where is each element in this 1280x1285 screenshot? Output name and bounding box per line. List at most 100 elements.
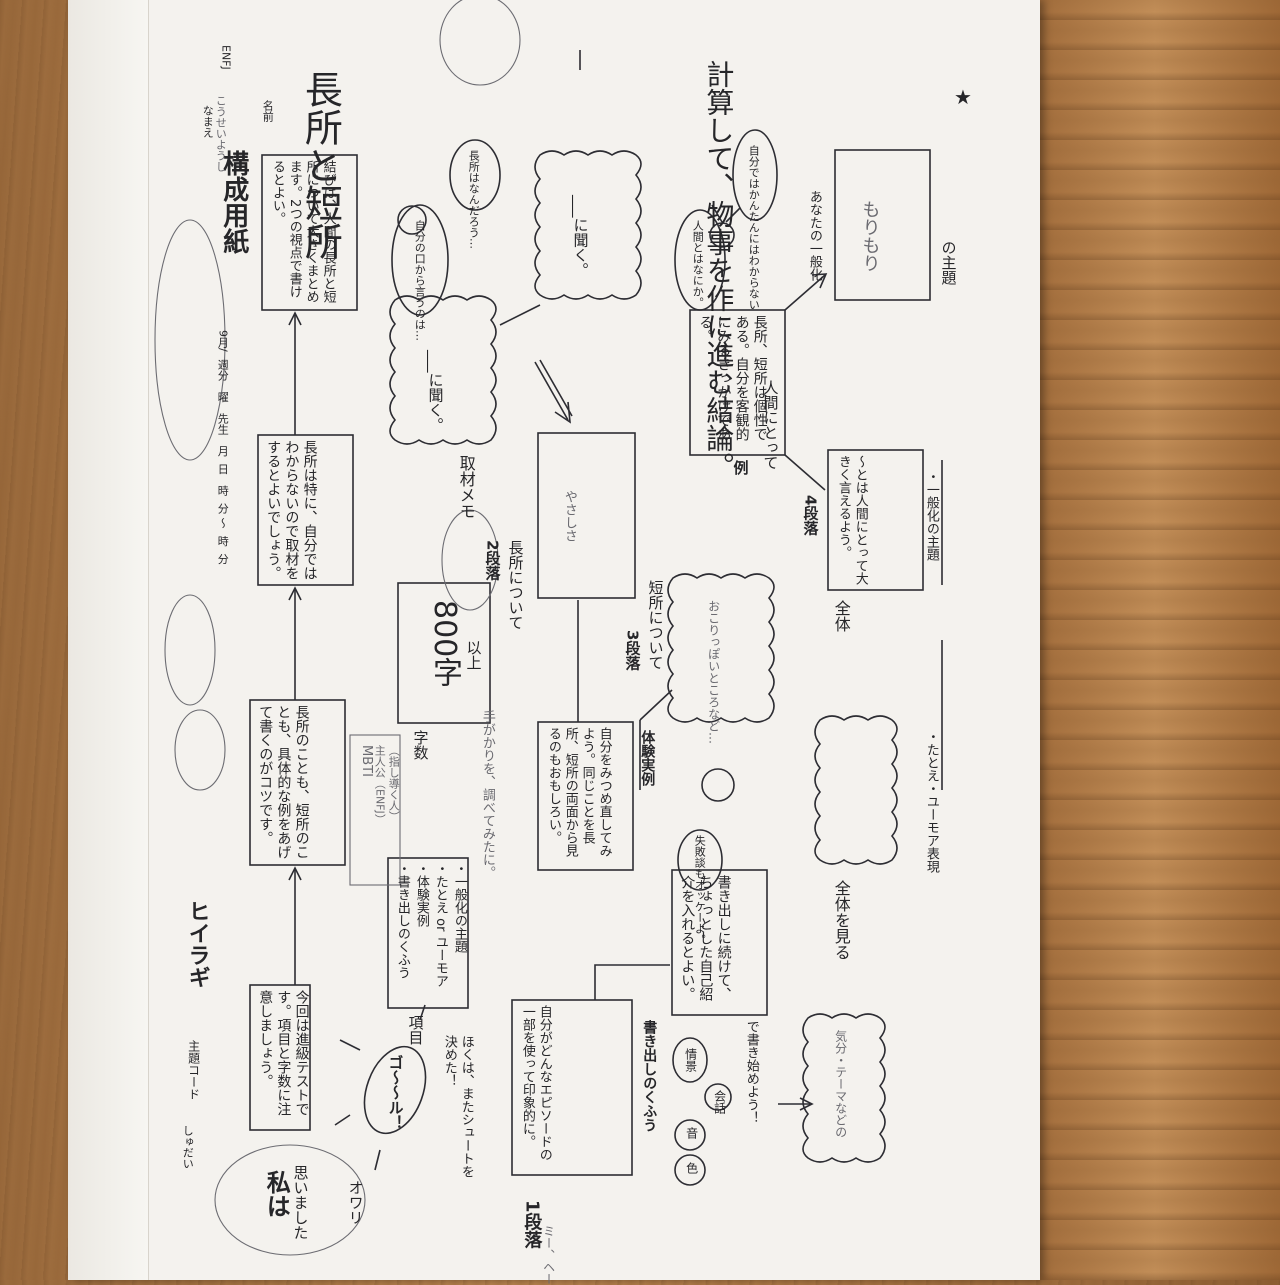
theme-code-label: 主題コード	[186, 1040, 201, 1100]
goal-ray-4	[419, 1004, 426, 1021]
req-label: 項目	[406, 1015, 425, 1045]
interview-box-2-text: ___に聞く。	[571, 195, 590, 278]
word-count-side-bubble	[441, 509, 499, 611]
mbti-note: MBTI	[358, 745, 374, 777]
paragraph3-heading: 3段落	[623, 630, 642, 671]
interview-down-arrow	[534, 361, 569, 421]
frog-bubble-2-text: 自分の口から言うのは…	[413, 220, 427, 341]
paragraph2-box-frame	[537, 721, 634, 871]
date-line: 9月/ 週分 曜 先生 月 日 時 分 ～ 時 分	[216, 330, 230, 565]
top-label-bubble	[214, 1144, 366, 1256]
name-furigana: なまえ	[201, 105, 215, 138]
req-item-3: ・たとえ or ユーモア	[432, 862, 448, 988]
interview-box-1-text: ___に聞く。	[426, 350, 445, 433]
name-value: 長所と短所	[298, 70, 343, 260]
interview-cloud-2	[534, 150, 642, 300]
mbti-note-frame	[349, 734, 401, 886]
final-box-title: 全体	[831, 600, 851, 632]
paragraph2-pencil-box-text: やさしさ	[561, 490, 577, 542]
top-right-bubble	[439, 0, 521, 86]
paragraph2-after-note: ほくは、またシュートを決めた！	[441, 1035, 474, 1178]
theme-box-frame	[827, 449, 924, 591]
theme-box-text: 〜とは人間にとって大きく言えるよう。	[835, 455, 868, 585]
paragraph2-tag: 体験実例	[639, 730, 656, 786]
paragraph1-right-box-frame	[671, 869, 768, 1016]
paragraph4-upper-line	[784, 274, 826, 311]
tag-circle-jokei	[672, 1037, 708, 1083]
paragraph3-subject: 短所について	[646, 580, 665, 670]
top-margin-bubble-1	[174, 709, 226, 791]
flow-box-1-frame	[249, 984, 311, 1131]
paragraph1-connector	[594, 964, 670, 1000]
right-generalization-box-text: もりもり	[859, 200, 881, 272]
wood-table-background	[1030, 0, 1280, 1280]
conclusion-text: 計算して、物事を作に進む結論。	[700, 60, 736, 480]
rabbit-bubble-shape	[732, 129, 778, 221]
interview-cloud-1	[389, 295, 497, 445]
rabbit-ear-left	[711, 204, 723, 223]
req-item-1: ・書き出しのくふう	[394, 862, 410, 979]
frog-bubble-text: 長所はなんだろう…	[467, 150, 481, 249]
paragraph4-box-frame	[689, 309, 786, 456]
theme-code-furigana: しゅだい	[181, 1125, 195, 1169]
conclusion-star: ★	[951, 85, 975, 109]
tag-iro: 色	[684, 1162, 699, 1174]
paragraph4-box-text: 長所、短所は個性である。自分を客観的にみるきっかけである。	[697, 315, 768, 441]
req-item-4: ・一般化の主題	[451, 862, 467, 953]
paragraph1-margin-note: ミー、ヘー	[541, 1225, 556, 1285]
paragraph3-summary: 全体を見る	[831, 880, 851, 960]
mbti-note-sub: 主人公（ENFJ）	[373, 745, 387, 825]
search-note: 手がかりを、調べてみたに。	[479, 710, 495, 879]
humor-label: ・たとえ・ユーモア表現	[923, 730, 939, 873]
rabbit-bubble-2-text: 人間とはなにか。	[691, 220, 705, 308]
flow-box-2-frame	[249, 699, 346, 866]
word-count-box-frame	[397, 582, 491, 724]
goal-bubble-text: ゴ〜〜ル！	[386, 1055, 405, 1130]
paragraph4-lower-line	[784, 454, 826, 491]
opening-cloud	[802, 1013, 886, 1163]
paragraph3-connector	[639, 689, 673, 721]
name-label: 名前	[261, 100, 275, 122]
paragraph1-subject: 書き出しのくふう	[641, 1020, 658, 1132]
humor-cloud	[814, 715, 898, 865]
interview-connector	[499, 304, 541, 326]
tag-oto: 音	[684, 1127, 699, 1139]
tag-circle-sound	[674, 1154, 706, 1186]
interview-down-arrow-2	[539, 359, 573, 417]
paragraph4-upper-arrow	[811, 273, 828, 289]
frog-doodle-head	[397, 205, 427, 235]
flow-arrow-3-head	[288, 311, 302, 326]
flow-arrow-1-head	[288, 866, 302, 881]
rabbit-ear-right	[725, 207, 741, 223]
top-margin-bubble-2	[164, 594, 216, 706]
paragraph4-heading: 4段落	[801, 495, 820, 536]
goal-ray-1	[339, 1039, 361, 1051]
paragraph1-box-frame	[511, 999, 633, 1176]
requirements-box-frame	[387, 857, 469, 1009]
generalization-label: ・一般化の主題	[923, 470, 939, 561]
mbti-note-sub2: （指し導く人）	[387, 745, 401, 822]
flow-box-4-text: 結びは、人間の長所と短所について大きくまとめます。2つの視点で書けるとよい。	[269, 160, 336, 303]
notebook-binding	[68, 0, 149, 1280]
flow-box-4-frame	[261, 154, 358, 311]
goal-end-label: オワリ	[346, 1180, 365, 1225]
paragraph3-pencil-note: おこりっぽいところなど…	[706, 600, 721, 744]
paragraph1-right-box-text: 書き出しに続けて、ちょっとした自己紹介を入れるとよい。	[679, 875, 732, 1001]
tag-jokei: 情景	[683, 1048, 698, 1072]
rabbit-bubble-2-shape	[674, 209, 726, 311]
paragraph1-body: 自分がどんなエピソードの一部を使って印象的に。	[519, 1005, 552, 1161]
flow-box-3-text: 長所は特に、自分ではわからないので取材をするとよいでしょう。	[265, 440, 318, 580]
title-furigana: こうせいようし	[214, 95, 228, 172]
paragraph2-subject: 長所について	[506, 540, 525, 630]
goal-ray-3	[374, 1149, 381, 1171]
theme-code-value: ヒイラギ	[184, 900, 210, 988]
paragraph2-pencil-box	[537, 432, 636, 599]
sheet-title: 構成用紙	[218, 150, 249, 254]
goal-top-label: 私は	[262, 1170, 291, 1218]
paragraph2-heading: 2段落	[483, 540, 502, 581]
goal-bubble-shape	[363, 1045, 427, 1135]
cloud-doodle	[701, 768, 735, 802]
paragraph3-cloud	[667, 573, 775, 723]
flow-arrow-2-head	[288, 586, 302, 601]
right-generalization-label: あなたの一般化	[806, 190, 822, 281]
